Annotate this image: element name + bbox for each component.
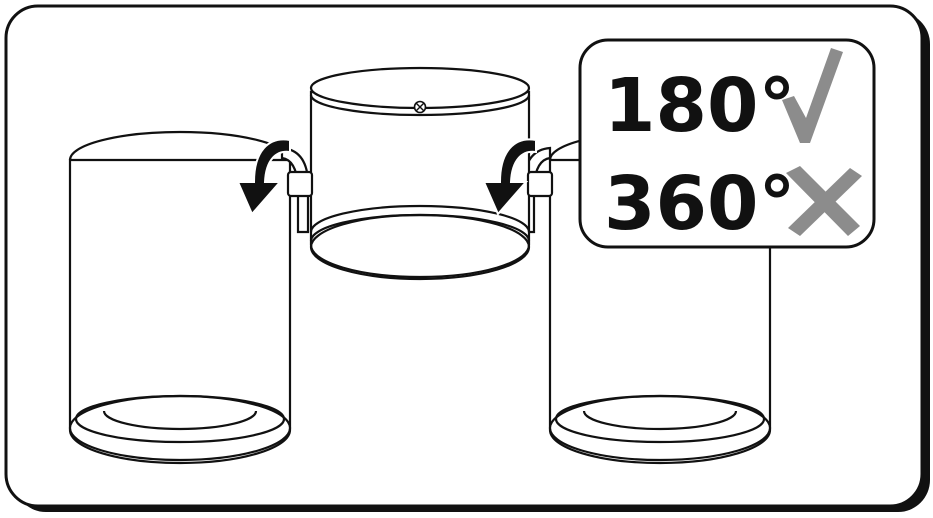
center-lamp-body [309,90,531,279]
rotate-down-arrow-icon [236,138,537,216]
right-bracket-arm [522,146,552,234]
left-lamp-lens [102,410,258,431]
disallowed-angle-label: 360° [604,161,795,247]
pivot-knobs [286,170,554,198]
center-lamp-bottom [309,213,531,281]
check-icon [782,48,843,143]
left-lamp-body [68,158,292,465]
right-rotation-arrow [482,138,537,216]
right-pivot-knob [526,170,554,198]
center-lamp-lower-rim [309,204,531,233]
left-lamp-inner-rim [74,394,286,444]
allowed-angle-label: 180° [604,63,795,149]
left-pivot-knob [286,170,314,198]
rotation-info-panel: 180° 360° [578,38,876,249]
bracket-arms [280,146,552,234]
left-rotation-arrow [236,138,291,216]
cross-icon [786,166,862,236]
rotation-info-box [578,38,876,249]
center-lamp-top-band [309,94,531,117]
screw-icon [413,100,427,114]
left-lamp [68,130,292,465]
cross-stroke-b [788,168,862,236]
right-lamp-inner-rim [554,394,766,444]
right-lamp-lens [582,410,738,431]
center-lamp-head [309,66,531,281]
left-bracket-arm [280,146,310,234]
